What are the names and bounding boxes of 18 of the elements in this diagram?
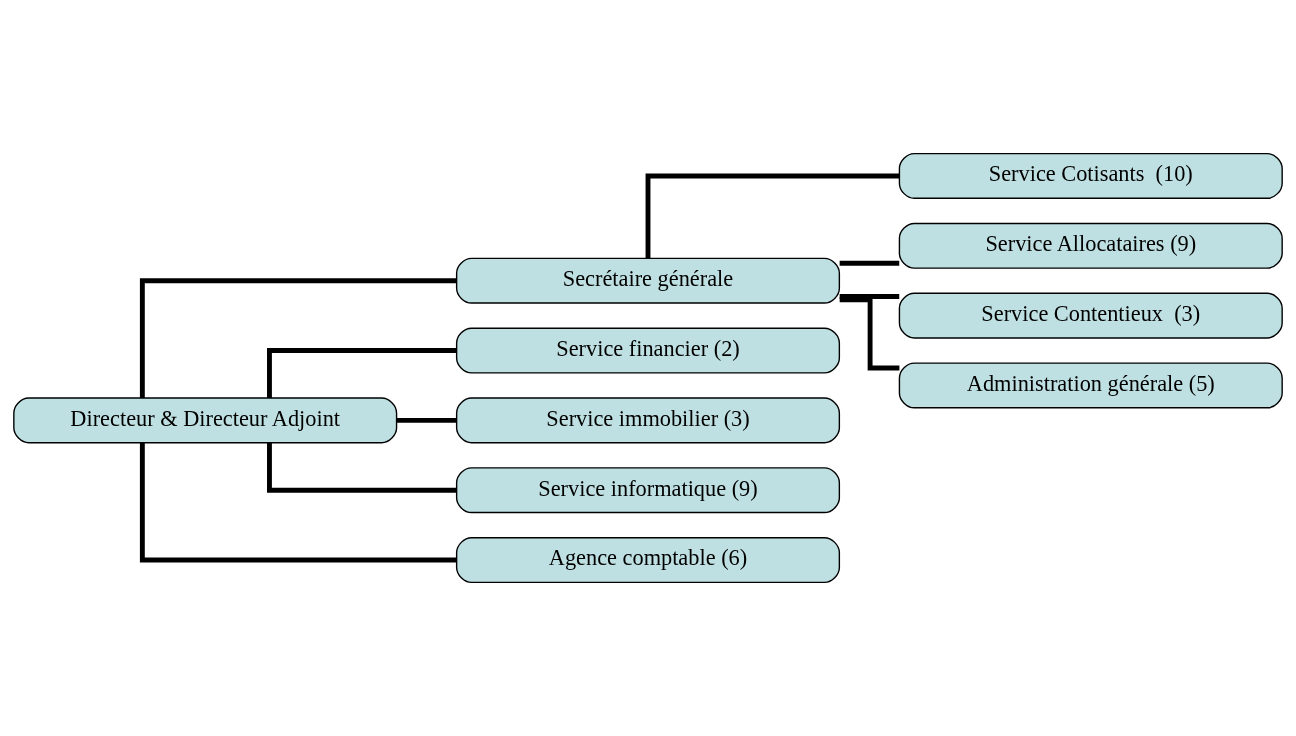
connector bbox=[267, 442, 457, 493]
connector bbox=[139, 278, 457, 398]
node-box: Service Allocataires (9) bbox=[898, 222, 1283, 269]
node-box: Service informatique (9) bbox=[455, 467, 841, 514]
node-box: Service immobilier (3) bbox=[455, 397, 841, 444]
node-box: Directeur & Directeur Adjoint bbox=[13, 397, 398, 444]
connector bbox=[645, 173, 900, 258]
node-box: Secrétaire générale bbox=[455, 257, 841, 304]
node-box: Service financier (2) bbox=[455, 327, 841, 374]
node-box: Service Contentieux (3) bbox=[898, 292, 1283, 339]
connector bbox=[839, 294, 900, 299]
connector bbox=[839, 260, 900, 266]
node-box: Agence comptable (6) bbox=[455, 537, 841, 584]
connector bbox=[396, 417, 457, 423]
node-box: Service Cotisants (10) bbox=[898, 152, 1283, 199]
node-box: Administration générale (5) bbox=[898, 362, 1283, 409]
connector bbox=[139, 442, 457, 563]
connector bbox=[267, 348, 457, 398]
